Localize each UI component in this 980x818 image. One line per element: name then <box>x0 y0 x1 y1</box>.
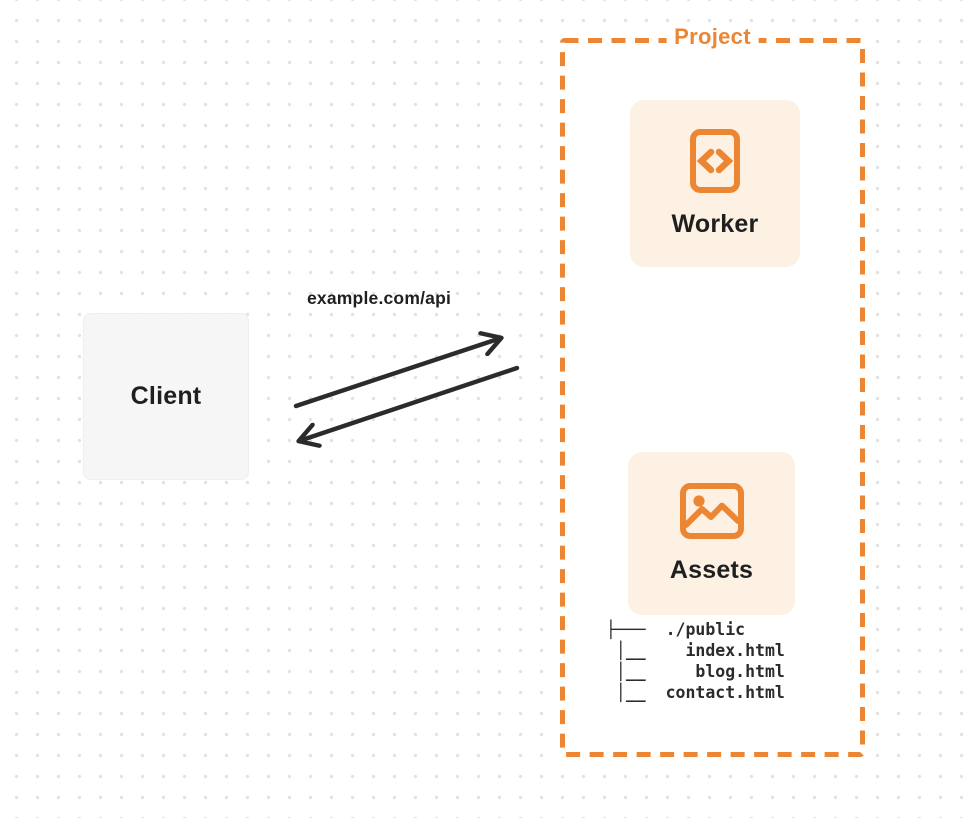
file-tree: ├─── ./public │__ index.html │__ blog.ht… <box>606 619 785 703</box>
assets-label: Assets <box>669 556 754 584</box>
client-node: Client <box>83 313 249 480</box>
image-icon <box>679 483 744 539</box>
worker-label: Worker <box>671 210 759 238</box>
assets-node: Assets <box>628 452 795 615</box>
client-label: Client <box>130 382 202 410</box>
request-arrow <box>293 338 501 409</box>
request-url-label: example.com/api <box>307 288 452 308</box>
code-document-icon <box>690 129 740 193</box>
file-tree-item: │__ blog.html <box>606 662 785 681</box>
project-label: Project <box>666 24 759 50</box>
file-tree-root: ├─── ./public <box>606 620 746 639</box>
file-tree-item: │__ index.html <box>606 641 785 660</box>
file-tree-item: │__ contact.html <box>606 683 785 702</box>
project-container: Project Worker Assets ├─── ./public │__ … <box>560 24 865 757</box>
response-arrow <box>299 365 520 441</box>
worker-node: Worker <box>630 100 800 267</box>
